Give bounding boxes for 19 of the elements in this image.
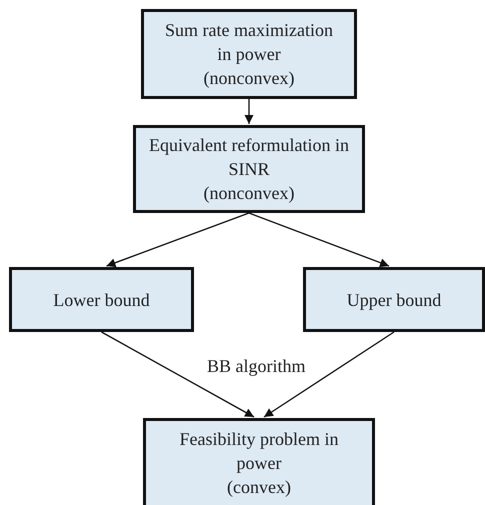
process-box [9, 267, 194, 332]
arrow [244, 99, 254, 124]
arrow [101, 331, 254, 418]
process-box [143, 418, 375, 505]
process-box [141, 9, 357, 99]
box-text: Equivalent reformulation in SINR [149, 134, 349, 181]
box-text: (nonconvex) [204, 182, 294, 205]
box-text: (nonconvex) [204, 67, 294, 90]
arrow [248, 212, 390, 268]
box-text: Upper bound [346, 288, 442, 312]
annotation-text: BB algorithm [207, 355, 306, 377]
process-box [133, 125, 365, 213]
box-text: Feasibility problem in power [178, 428, 340, 475]
box-text: (convex) [227, 476, 291, 499]
box-text: Sum rate maximization in power [164, 19, 334, 66]
box-text: Lower bound [53, 288, 150, 312]
arrow [264, 331, 394, 418]
arrow [106, 212, 250, 268]
process-box [303, 267, 485, 332]
